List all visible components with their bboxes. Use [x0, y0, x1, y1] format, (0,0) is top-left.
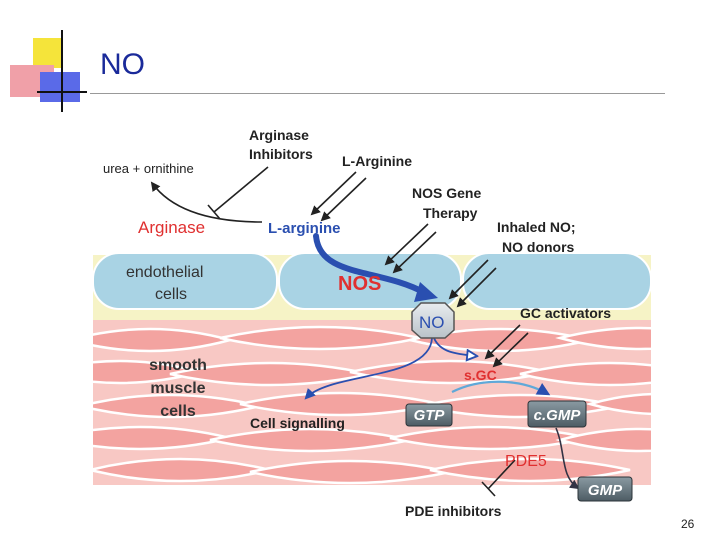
slide-number: 26 [681, 517, 695, 531]
nos-gene-therapy-arrow-1 [384, 223, 429, 266]
endothelial-cell-2 [278, 252, 462, 310]
decor-short-horizontal-line [37, 91, 87, 93]
no-to-cell-signalling-arrow [304, 337, 433, 400]
l-arginine-supplement-arrow-2 [320, 177, 367, 222]
inhaled-no-arrow-1 [448, 259, 489, 300]
l-arginine-supplement-label: L-Arginine [342, 153, 412, 169]
endothelial-cells-label-1: endothelial [126, 264, 203, 281]
endothelial-cell-1 [92, 252, 278, 310]
arginase-inhibitors-label-2: Inhibitors [249, 146, 313, 162]
l-arginine-label: L-arginine [268, 220, 341, 237]
gmp-box [577, 476, 633, 502]
no-label: NO [419, 313, 445, 332]
nos-conversion-arrow [313, 233, 428, 296]
pde-inhibitors-label: PDE inhibitors [405, 503, 502, 519]
inhaled-no-label-2: NO donors [502, 239, 575, 255]
inhaled-no-label-1: Inhaled NO; [497, 219, 576, 235]
cgmp-label: c.GMP [534, 407, 582, 424]
decor-blue-square [40, 72, 80, 102]
smooth-muscle-label-3: cells [160, 403, 196, 420]
gtp-to-cgmp-arrow [451, 380, 551, 396]
gc-activator-arrow-2 [492, 332, 529, 368]
endothelial-cells-label-2: cells [155, 286, 187, 303]
slide-title: NO [100, 48, 145, 81]
endothelial-cell-3 [462, 252, 652, 310]
title-underline [90, 93, 665, 94]
arginase-inhibitors-label-1: Arginase [249, 127, 309, 143]
pde-inhibitor-line [487, 459, 516, 490]
gtp-box [405, 403, 453, 427]
arginase-inhibitor-bar [207, 204, 221, 220]
cell-signalling-label: Cell signalling [250, 415, 345, 431]
nos-arrowhead [414, 282, 438, 302]
gtp-label: GTP [414, 407, 446, 424]
decor-vertical-line [61, 30, 63, 112]
arginase-inhibitor-line [213, 166, 269, 213]
nos-gene-therapy-label-1: NOS Gene [412, 185, 481, 201]
arginase-to-urea-arrow [150, 181, 263, 223]
decor-yellow-square [33, 38, 63, 68]
no-to-sgc-arrow [433, 337, 476, 356]
smooth-muscle-label-2: muscle [150, 380, 205, 397]
sgc-label: s.GC [464, 367, 497, 383]
cgmp-box [527, 400, 587, 428]
gc-activators-label: GC activators [520, 305, 611, 321]
nos-gene-therapy-arrow-2 [392, 231, 437, 274]
gmp-label: GMP [588, 482, 623, 499]
no-octagon [411, 302, 455, 339]
urea-ornithine-label: urea + ornithine [103, 161, 194, 176]
arginase-label: Arginase [138, 218, 205, 237]
gc-activator-arrow-1 [484, 324, 521, 360]
pde-inhibitor-bar [481, 481, 496, 497]
smooth-muscle-label-1: smooth [149, 357, 207, 374]
l-arginine-supplement-arrow-1 [310, 171, 357, 216]
nos-label: NOS [338, 273, 381, 295]
nos-gene-therapy-label-2: Therapy [423, 205, 478, 221]
pde5-label: PDE5 [505, 453, 547, 470]
inhaled-no-arrow-2 [456, 267, 497, 308]
cgmp-to-gmp-arrow [555, 427, 580, 490]
smooth-muscle-cells [93, 325, 651, 485]
